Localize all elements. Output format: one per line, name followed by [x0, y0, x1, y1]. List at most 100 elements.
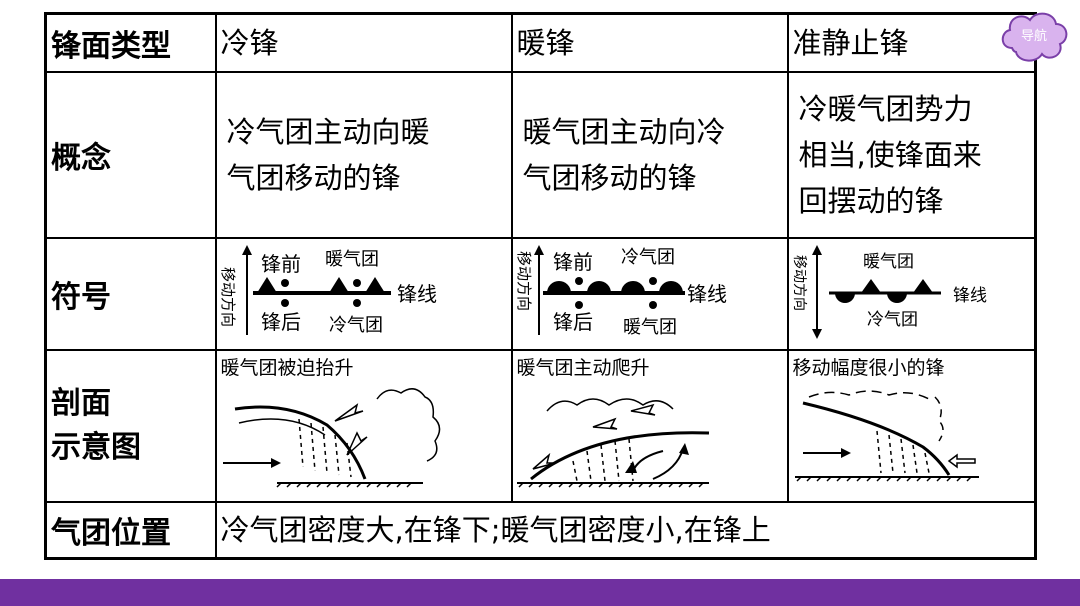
- ground-hatch: [275, 482, 412, 488]
- warm-front-section-diagram: [516, 398, 709, 488]
- line-label: 锋线: [687, 282, 727, 306]
- cold-front-symbol: 移动方向 锋前 暖气团 锋线 锋后 冷气团: [214, 236, 513, 352]
- line-label: 锋线: [953, 286, 987, 306]
- back-label: 锋后: [553, 310, 593, 334]
- arrow-head-icon: [241, 244, 252, 255]
- rising-air-arrow-icon: [592, 417, 617, 430]
- cold-air-arrow-icon: [947, 453, 976, 469]
- cold-front-concept: 冷气团主动向暖 气团移动的锋: [214, 70, 513, 239]
- rain-lines: [571, 439, 634, 482]
- front-surface: [234, 405, 366, 480]
- stationary-front-section: 移动幅度很小的锋: [786, 349, 1037, 504]
- warm-front-section: 暖气团主动爬升: [510, 349, 789, 504]
- dot-icon: [352, 278, 361, 287]
- bottom-mass-label: 暖气团: [623, 317, 677, 338]
- bottom-mass-label: 冷气团: [867, 310, 918, 330]
- warm-semicircle-icon: [546, 280, 571, 293]
- cloud-icon: [1001, 12, 1068, 62]
- rising-air-arrow-icon: [345, 431, 368, 456]
- arrow-head-icon: [678, 443, 689, 456]
- header-cold-front: 冷锋: [214, 12, 513, 73]
- dot-icon: [574, 300, 583, 309]
- warm-semicircle-icon: [586, 280, 611, 293]
- warm-semicircle-icon: [886, 292, 907, 303]
- arrow-head-icon: [624, 461, 637, 474]
- nav-label: 导航: [1021, 28, 1047, 44]
- back-label: 锋后: [261, 310, 301, 334]
- cold-section-title: 暖气团被迫抬升: [220, 357, 354, 380]
- arrow-head-icon: [270, 458, 281, 469]
- cold-triangle-icon: [860, 278, 881, 293]
- bottom-mass-label: 冷气团: [329, 315, 383, 336]
- position-row: 气团位置 冷气团密度大,在锋下;暖气团密度小,在锋上: [44, 501, 1037, 560]
- cloud-outline: [933, 396, 944, 442]
- top-mass-label: 暖气团: [325, 249, 379, 270]
- section-row: 剖面 示意图 暖气团被迫抬升: [44, 349, 1037, 504]
- warm-semicircle-icon: [658, 280, 683, 293]
- top-mass-label: 冷气团: [621, 247, 675, 268]
- ground-hatch: [795, 476, 972, 482]
- warm-front-concept: 暖气团主动向冷 气团移动的锋: [510, 70, 789, 239]
- warm-semicircle-icon: [834, 292, 855, 303]
- front-surface: [529, 431, 709, 481]
- header-warm-front: 暖锋: [510, 12, 789, 73]
- arrow-head-icon: [533, 244, 544, 255]
- stationary-section-title: 移动幅度很小的锋: [792, 357, 945, 380]
- stationary-concept-line: 回摆动的锋: [798, 183, 944, 218]
- symbol-row: 符号 移动方向 锋前 暖气团 锋线 锋后 冷气团: [44, 236, 1037, 352]
- warm-front-symbol-diagram: 移动方向 锋前 冷气团 锋线 锋后 暖气团: [515, 244, 727, 338]
- warm-section-title: 暖气团主动爬升: [516, 357, 650, 380]
- concept-row: 概念 冷气团主动向暖 气团移动的锋 暖气团主动向冷 气团移动的锋 冷暖气团势力 …: [44, 70, 1037, 239]
- rising-air-arrow-icon: [334, 403, 363, 422]
- header-stationary-front: 准静止锋: [786, 12, 1037, 73]
- front-label: 锋前: [553, 250, 593, 274]
- rising-air-arrow-icon: [532, 453, 555, 470]
- cold-triangle-icon: [328, 276, 349, 293]
- stationary-concept-line: 相当,使锋面来: [798, 137, 982, 172]
- warm-front-symbol: 移动方向 锋前 冷气团 锋线 锋后 暖气团: [510, 236, 789, 352]
- cold-front-symbol-diagram: 移动方向 锋前 暖气团 锋线 锋后 冷气团: [219, 244, 437, 336]
- bottom-bar: [0, 579, 1080, 606]
- row-label-concept: 概念: [44, 70, 217, 239]
- nav-button[interactable]: 导航: [998, 8, 1070, 64]
- stationary-concept-line: 冷暖气团势力: [798, 91, 973, 126]
- dot-icon: [280, 298, 289, 307]
- cold-air-arrow: [631, 450, 663, 472]
- warm-semicircle-icon: [620, 280, 645, 293]
- air-mass-position-text: 冷气团密度大,在锋下;暖气团密度小,在锋上: [214, 501, 1037, 560]
- direction-label: 移动方向: [515, 251, 533, 311]
- stationary-front-section-diagram: [794, 390, 979, 482]
- dot-icon: [280, 278, 289, 287]
- cold-front-section-diagram: [222, 388, 440, 488]
- rising-air-arrow-icon: [630, 404, 655, 416]
- cold-triangle-icon: [364, 276, 385, 293]
- warm-concept-line: 暖气团主动向冷: [522, 114, 726, 149]
- row-label-symbol: 符号: [44, 236, 217, 352]
- stationary-front-symbol: 移动方向 暖气团 锋线 冷气团: [786, 236, 1037, 352]
- rain-lines: [297, 419, 352, 478]
- dot-icon: [648, 276, 657, 285]
- section-label-line: 剖面: [51, 386, 111, 422]
- cold-triangle-icon: [256, 276, 277, 293]
- cloud-outline: [808, 390, 929, 400]
- header-row: 锋面类型 冷锋 暖锋 准静止锋: [44, 12, 1037, 73]
- arrow-head-icon: [840, 448, 851, 459]
- cold-concept-line: 气团移动的锋: [226, 160, 401, 195]
- row-label-section: 剖面 示意图: [44, 349, 217, 504]
- front-surface-outline: [238, 418, 325, 436]
- direction-label: 移动方向: [219, 267, 237, 327]
- top-mass-label: 暖气团: [863, 252, 914, 272]
- dot-icon: [648, 300, 657, 309]
- warm-concept-line: 气团移动的锋: [522, 160, 697, 195]
- rain-lines: [875, 431, 930, 474]
- front-types-table: 锋面类型 冷锋 暖锋 准静止锋 概念 冷气团主动向暖 气团移动的锋 暖气团主动向…: [44, 12, 1037, 560]
- line-label: 锋线: [397, 282, 437, 306]
- ground-hatch: [517, 482, 704, 488]
- cold-triangle-icon: [912, 278, 933, 293]
- stationary-front-concept: 冷暖气团势力 相当,使锋面来 回摆动的锋: [786, 70, 1037, 239]
- arrow-head-up-icon: [811, 244, 822, 255]
- dot-icon: [574, 276, 583, 285]
- stationary-front-symbol-diagram: 移动方向 暖气团 锋线 冷气团: [791, 244, 987, 339]
- dot-icon: [352, 298, 361, 307]
- direction-label: 移动方向: [791, 255, 807, 311]
